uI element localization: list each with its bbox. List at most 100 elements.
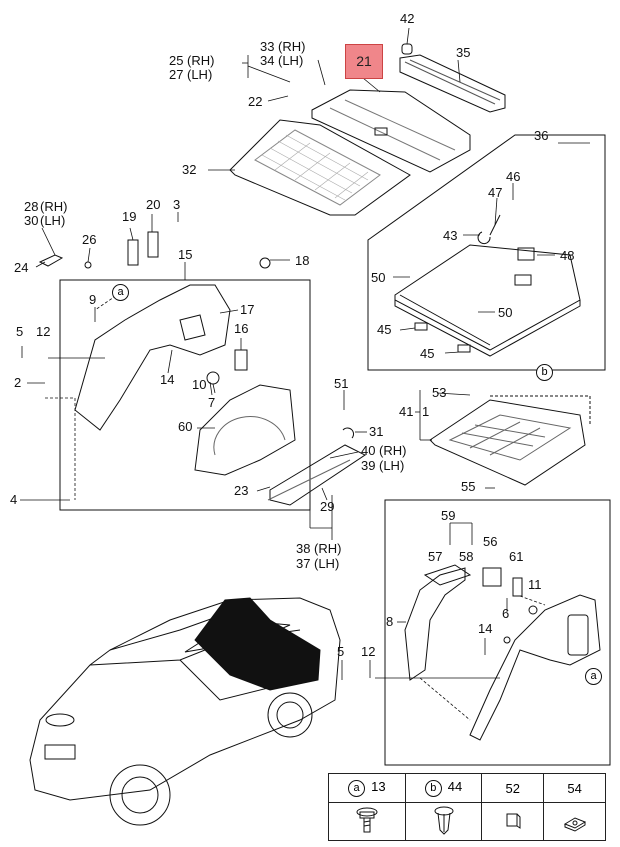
label-19[interactable]: 19 <box>122 209 137 224</box>
label-58[interactable]: 58 <box>459 549 474 564</box>
legend-icon-bolt <box>328 802 406 841</box>
label-21: 21 <box>356 53 372 69</box>
label-27[interactable]: 27 <box>169 67 184 82</box>
label-32[interactable]: 32 <box>182 162 197 177</box>
label-28[interactable]: 28 <box>24 199 39 214</box>
label-57[interactable]: 57 <box>428 549 443 564</box>
front-wheel <box>109 764 171 826</box>
label-12-a[interactable]: 12 <box>36 324 51 339</box>
label-15[interactable]: 15 <box>178 247 193 262</box>
label-3[interactable]: 3 <box>173 197 181 212</box>
label-10[interactable]: 10 <box>192 377 207 392</box>
label-14-a[interactable]: 14 <box>160 372 175 387</box>
label-31[interactable]: 31 <box>369 424 384 439</box>
legend-icon-spring-clip <box>481 802 545 841</box>
label-33-rh: (RH) <box>278 39 306 54</box>
label-41[interactable]: 41 <box>399 404 414 419</box>
nut-clip-icon <box>563 817 586 832</box>
label-37[interactable]: 37 <box>296 556 311 571</box>
part-8-trim <box>469 594 601 741</box>
legend-cell-52[interactable]: 52 <box>481 773 545 803</box>
label-25-rh: (RH) <box>187 53 215 68</box>
label-24[interactable]: 24 <box>14 260 29 275</box>
label-14-b[interactable]: 14 <box>478 621 493 636</box>
label-34[interactable]: 34 <box>260 53 275 68</box>
label-11[interactable]: 11 <box>528 577 542 592</box>
part-41-tray <box>429 399 586 486</box>
vehicle-highlight <box>194 597 321 691</box>
label-47[interactable]: 47 <box>488 185 503 200</box>
label-22[interactable]: 22 <box>248 94 263 109</box>
label-27-lh: (LH) <box>187 67 213 82</box>
part-60-housing <box>194 384 296 476</box>
label-56[interactable]: 56 <box>483 534 498 549</box>
label-45-b[interactable]: 45 <box>420 346 435 361</box>
label-8[interactable]: 8 <box>386 614 394 629</box>
label-61[interactable]: 61 <box>509 549 524 564</box>
callout-a-left[interactable]: a <box>112 284 129 301</box>
label-50-a[interactable]: 50 <box>371 270 386 285</box>
label-45-a[interactable]: 45 <box>377 322 392 337</box>
label-59[interactable]: 59 <box>441 508 456 523</box>
label-39-lh: (LH) <box>379 458 405 473</box>
frame-panel-8 <box>384 499 611 766</box>
part-56-grille <box>482 567 502 587</box>
legend-icon-nut-clip <box>543 802 606 841</box>
label-2[interactable]: 2 <box>14 375 22 390</box>
label-43[interactable]: 43 <box>443 228 458 243</box>
frame-panel-15 <box>59 279 311 511</box>
legend-num-54: 54 <box>567 780 582 796</box>
label-23[interactable]: 23 <box>234 483 249 498</box>
label-39[interactable]: 39 <box>361 458 376 473</box>
label-42[interactable]: 42 <box>400 11 415 26</box>
part-40-sill <box>269 444 366 506</box>
legend-num-52: 52 <box>505 780 520 796</box>
label-50-b[interactable]: 50 <box>498 305 513 320</box>
label-55[interactable]: 55 <box>461 479 476 494</box>
label-29[interactable]: 29 <box>320 499 335 514</box>
label-36[interactable]: 36 <box>534 128 549 143</box>
rear-wheel <box>267 692 313 738</box>
label-5-b[interactable]: 5 <box>337 644 345 659</box>
part-21-cover <box>311 89 471 173</box>
label-9[interactable]: 9 <box>89 292 97 307</box>
label-33[interactable]: 33 <box>260 39 275 54</box>
callout-b[interactable]: b <box>536 364 553 381</box>
label-46[interactable]: 46 <box>506 169 521 184</box>
part-35-strip <box>399 54 506 113</box>
label-53[interactable]: 53 <box>432 385 447 400</box>
label-7[interactable]: 7 <box>208 395 216 410</box>
label-16[interactable]: 16 <box>234 321 249 336</box>
label-35[interactable]: 35 <box>456 45 471 60</box>
label-30-lh: (LH) <box>40 213 66 228</box>
label-18[interactable]: 18 <box>295 253 310 268</box>
part-57-trim <box>404 567 466 681</box>
label-60[interactable]: 60 <box>178 419 193 434</box>
legend-cell-54[interactable]: 54 <box>543 773 606 803</box>
label-34-lh: (LH) <box>278 53 304 68</box>
label-26[interactable]: 26 <box>82 232 97 247</box>
label-4[interactable]: 4 <box>10 492 18 507</box>
legend-num-44: 44 <box>447 779 463 794</box>
label-6[interactable]: 6 <box>502 606 510 621</box>
label-30[interactable]: 30 <box>24 213 39 228</box>
legend-icon-push-clip <box>404 802 483 841</box>
label-25[interactable]: 25 <box>169 53 184 68</box>
label-40-rh: (RH) <box>379 443 407 458</box>
label-5-a[interactable]: 5 <box>16 324 24 339</box>
label-51[interactable]: 51 <box>334 376 349 391</box>
label-1[interactable]: 1 <box>422 404 430 419</box>
highlighted-part-21[interactable]: 21 <box>345 44 383 79</box>
label-48[interactable]: 48 <box>560 248 575 263</box>
spring-clip-icon <box>506 813 521 829</box>
callout-a-right[interactable]: a <box>585 668 602 685</box>
label-17[interactable]: 17 <box>240 302 255 317</box>
label-20[interactable]: 20 <box>146 197 161 212</box>
label-12-b[interactable]: 12 <box>361 644 376 659</box>
label-38[interactable]: 38 <box>296 541 311 556</box>
label-40[interactable]: 40 <box>361 443 376 458</box>
label-28-rh: (RH) <box>40 199 68 214</box>
